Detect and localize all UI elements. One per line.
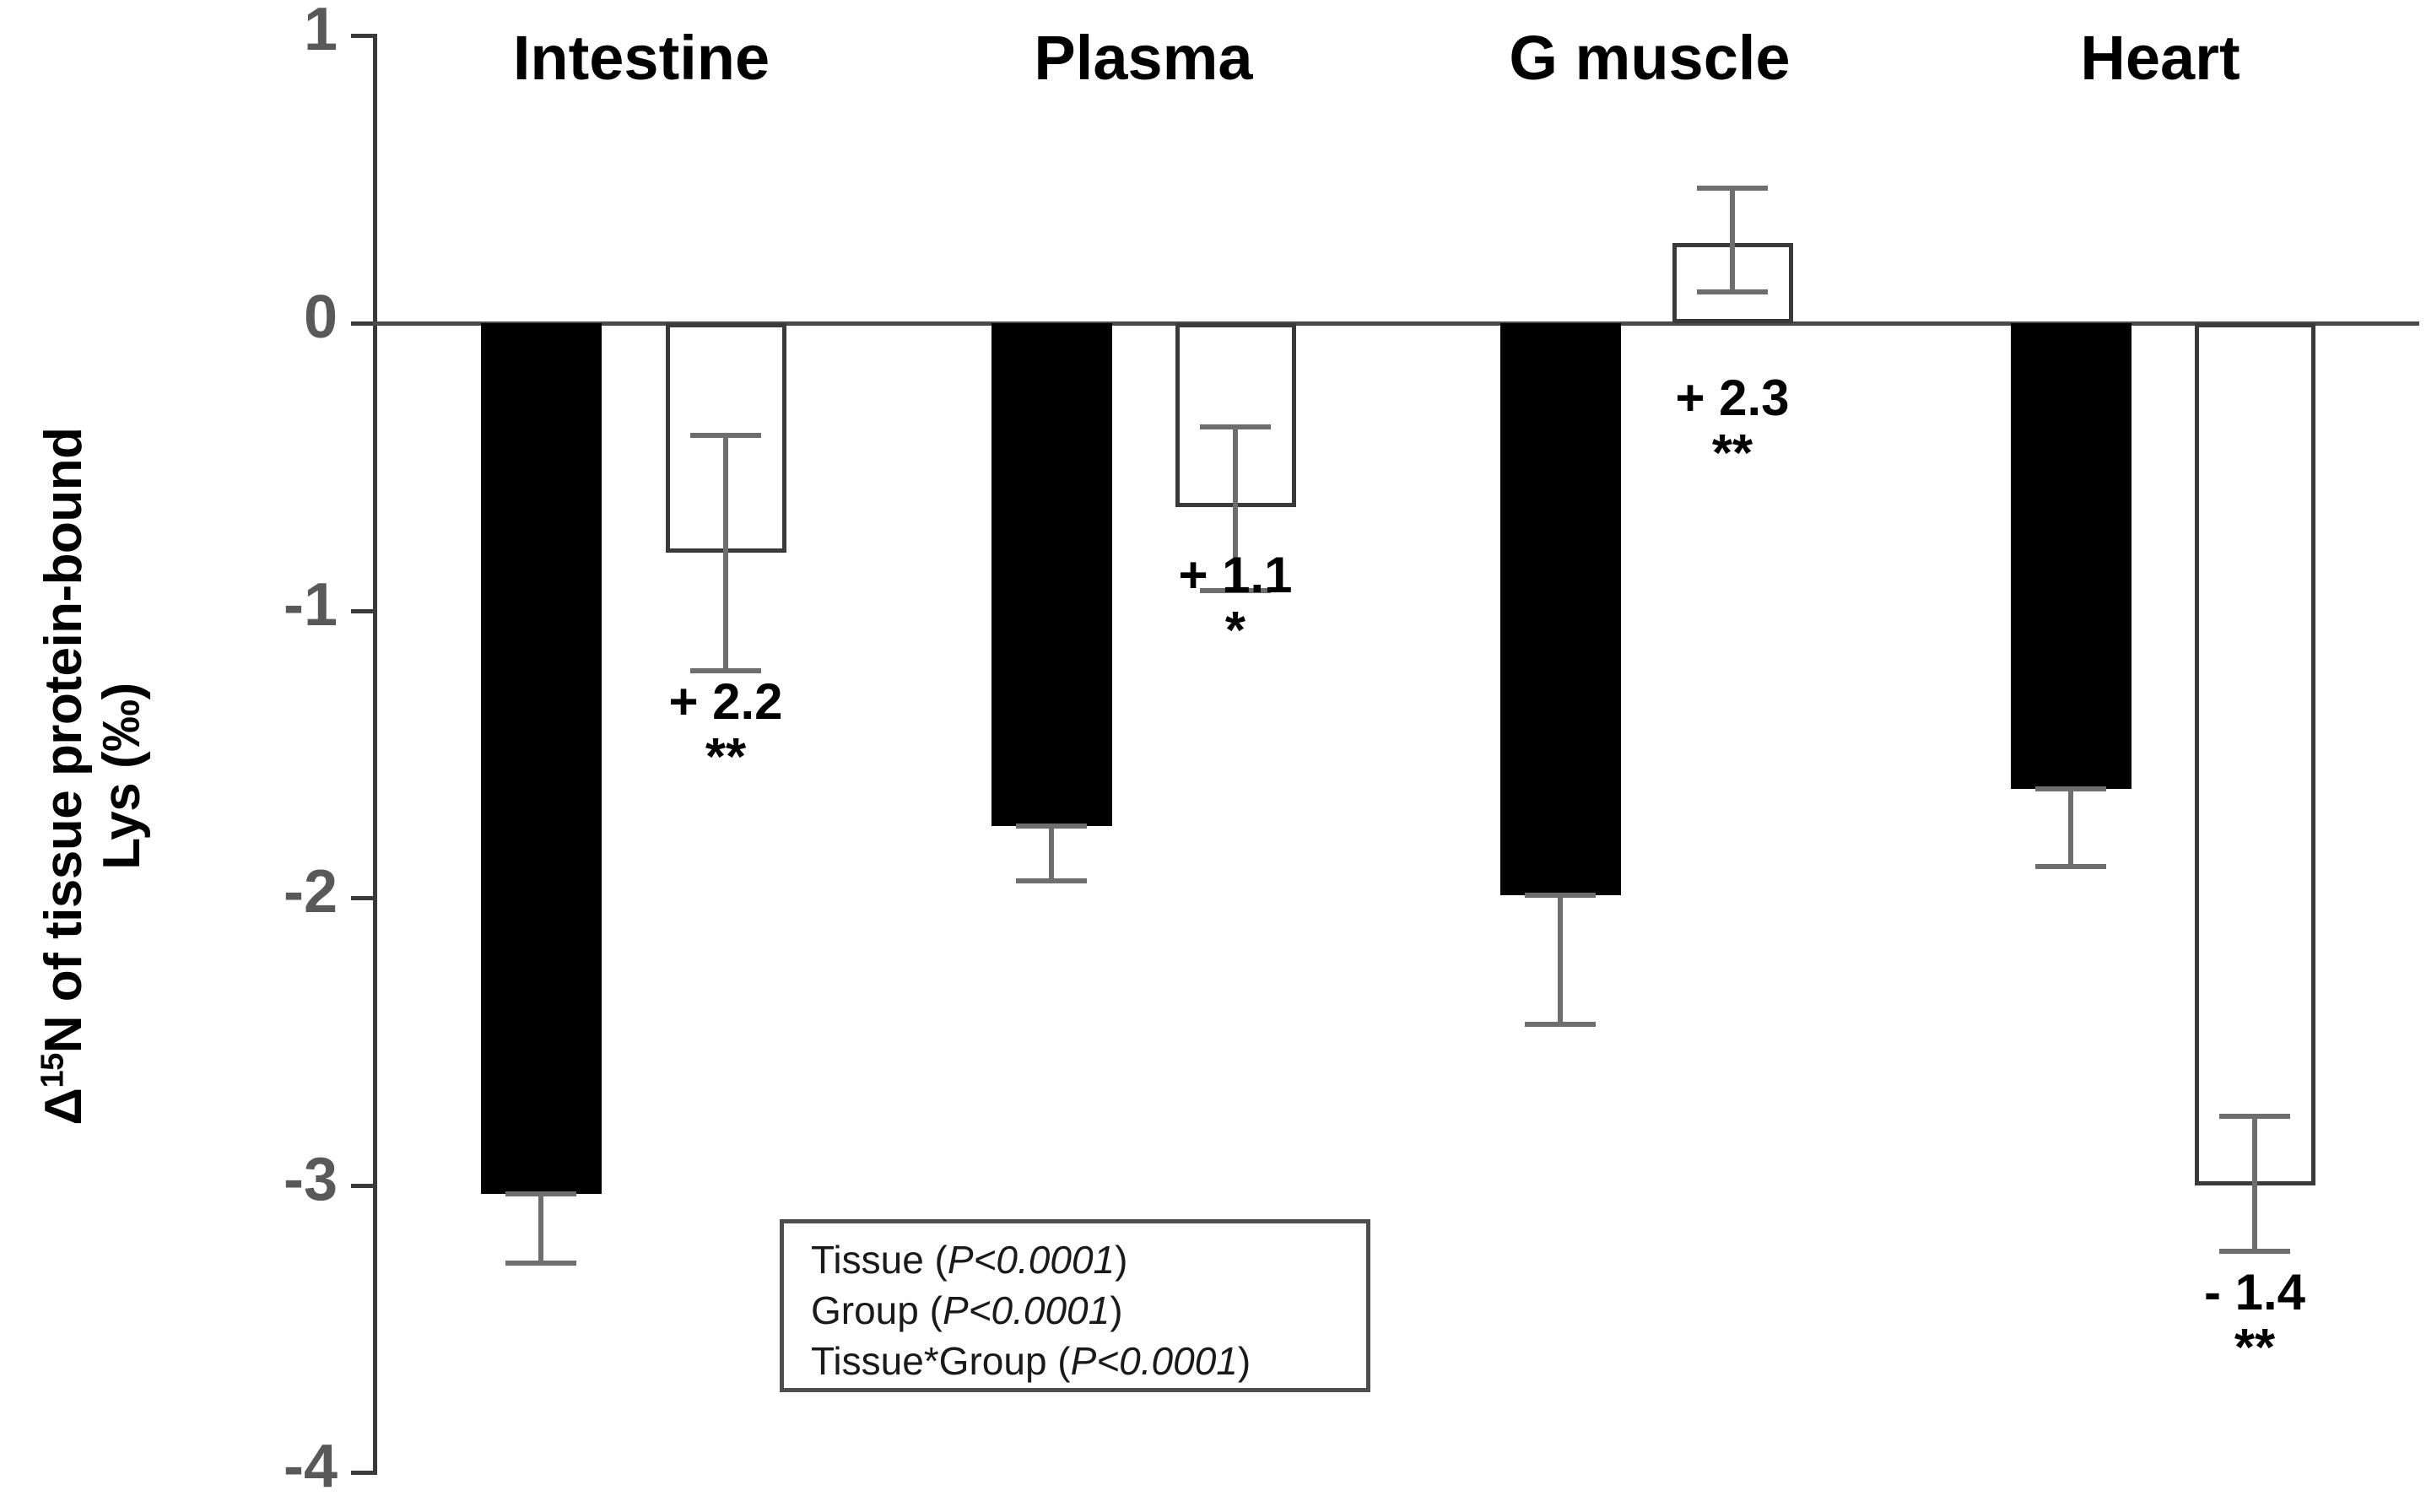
error-bar-cap <box>1016 824 1087 829</box>
y-axis-tick <box>351 1471 373 1476</box>
bar-heart-black <box>2010 323 2132 789</box>
y-axis-tick <box>351 896 373 901</box>
error-bar-cap <box>2219 1114 2290 1120</box>
stats-pvalue: P<0.0001 <box>1070 1338 1238 1383</box>
annotation-intestine: + 2.2** <box>515 675 937 784</box>
y-axis-label-line-1: Δ15N of tissue protein-bound <box>35 427 93 1125</box>
bar-plasma-black <box>991 323 1112 827</box>
y-axis-label-delta: Δ <box>34 1088 93 1126</box>
stats-pvalue: P<0.0001 <box>942 1288 1110 1332</box>
bar-heart-white <box>2194 323 2315 1185</box>
annotation-heart: - 1.4** <box>2044 1266 2426 1374</box>
error-bar-cap <box>690 668 761 674</box>
zero-baseline <box>373 321 2419 326</box>
y-axis-tick-label: -2 <box>283 858 338 926</box>
annotation-g-muscle: + 2.3** <box>1521 371 1943 480</box>
group-title-plasma: Plasma <box>1034 23 1253 93</box>
y-axis-tick-label: -3 <box>283 1145 338 1213</box>
y-axis-label-superscript: 15 <box>34 1053 70 1088</box>
error-bar-cap <box>505 1191 576 1197</box>
error-bar-cap <box>1016 878 1087 883</box>
stats-factor: Tissue <box>811 1238 924 1282</box>
error-bar-cap <box>505 1260 576 1266</box>
group-title-intestine: Intestine <box>512 23 770 93</box>
error-bar-cap <box>1525 892 1596 898</box>
error-bar-stem <box>1233 426 1238 591</box>
error-bar-cap <box>2035 786 2106 791</box>
stats-factor: Group <box>811 1288 919 1332</box>
error-bar-stem <box>2252 1116 2257 1252</box>
error-bar-cap <box>1200 587 1271 593</box>
error-bar-cap <box>690 432 761 438</box>
annotation-significance: ** <box>705 728 747 786</box>
stats-line: Tissue (P<0.0001) <box>811 1238 1128 1282</box>
annotation-plasma: + 1.1* <box>1024 548 1446 657</box>
annotation-significance: ** <box>1711 424 1753 483</box>
stats-line: Tissue*Group (P<0.0001) <box>811 1338 1251 1383</box>
error-bar-cap <box>2219 1249 2290 1255</box>
y-axis-tick <box>351 1183 373 1188</box>
y-axis-label-line-2: Lys (‰) <box>93 683 151 870</box>
stats-line: Group (P<0.0001) <box>811 1288 1123 1332</box>
error-bar-cap <box>2035 863 2106 869</box>
error-bar-cap <box>1697 289 1768 294</box>
error-bar-cap <box>1697 185 1768 191</box>
stats-legend-box: Tissue (P<0.0001) Group (P<0.0001) Tissu… <box>780 1219 1370 1392</box>
error-bar-cap <box>1200 424 1271 429</box>
y-axis-tick-label: -1 <box>283 570 338 639</box>
bar-g-muscle-black <box>1499 323 1621 895</box>
y-axis-tick-label: 1 <box>303 0 338 64</box>
error-bar-stem <box>1049 826 1054 881</box>
stats-factor: Tissue*Group <box>811 1338 1047 1383</box>
error-bar-stem <box>1730 187 1735 292</box>
annotation-delta: + 2.2 <box>668 673 783 730</box>
group-title-heart: Heart <box>2080 23 2240 93</box>
y-axis-tick <box>351 321 373 326</box>
y-axis-tick <box>351 34 373 39</box>
error-bar-stem <box>538 1194 543 1263</box>
annotation-significance: * <box>1224 602 1246 660</box>
annotation-delta: - 1.4 <box>2203 1264 2306 1320</box>
y-axis-tick-label: -4 <box>283 1433 338 1501</box>
stats-pvalue: P<0.0001 <box>947 1238 1116 1282</box>
y-axis-label-rest: N of tissue protein-bound <box>34 427 93 1054</box>
annotation-delta: + 2.3 <box>1675 370 1790 426</box>
bar-intestine-black <box>480 323 602 1195</box>
y-axis-label: Δ15N of tissue protein-bound Lys (‰) <box>0 0 177 1512</box>
annotation-delta: + 1.1 <box>1178 547 1293 603</box>
y-axis-line <box>373 34 377 1475</box>
group-title-g-muscle: G muscle <box>1509 23 1791 93</box>
y-axis-tick <box>351 608 373 613</box>
error-bar-stem <box>723 435 728 672</box>
error-bar-stem <box>1558 894 1563 1025</box>
error-bar-cap <box>1525 1022 1596 1028</box>
y-axis-tick-label: 0 <box>303 284 338 351</box>
error-bar-stem <box>2068 788 2073 867</box>
annotation-significance: ** <box>2234 1319 2276 1377</box>
